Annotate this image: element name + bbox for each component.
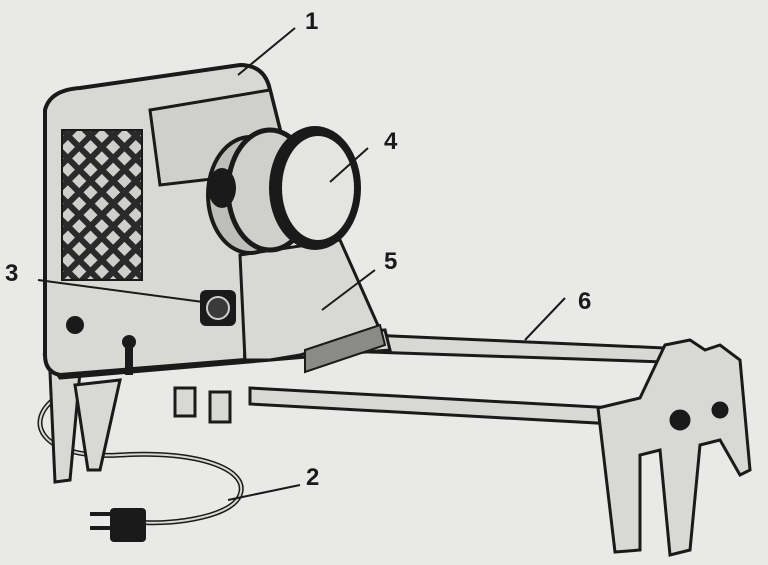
callout-6: 6: [578, 288, 592, 315]
rail-back: [368, 333, 667, 364]
plug-icon: [90, 508, 146, 542]
callout-3: 3: [5, 260, 19, 287]
adjust-screw-icon: [122, 335, 136, 375]
right-stand: [596, 338, 752, 557]
ventilation-grill: [61, 129, 143, 281]
lens-icon: [206, 126, 361, 255]
callout-leaders: [37, 27, 566, 501]
callout-4: 4: [384, 128, 398, 155]
control-knob: [200, 290, 236, 326]
callout-1: 1: [305, 8, 319, 35]
callout-5: 5: [384, 248, 398, 275]
rail-front: [248, 386, 617, 426]
callout-2: 2: [306, 464, 320, 491]
screw-icon: [66, 316, 84, 334]
